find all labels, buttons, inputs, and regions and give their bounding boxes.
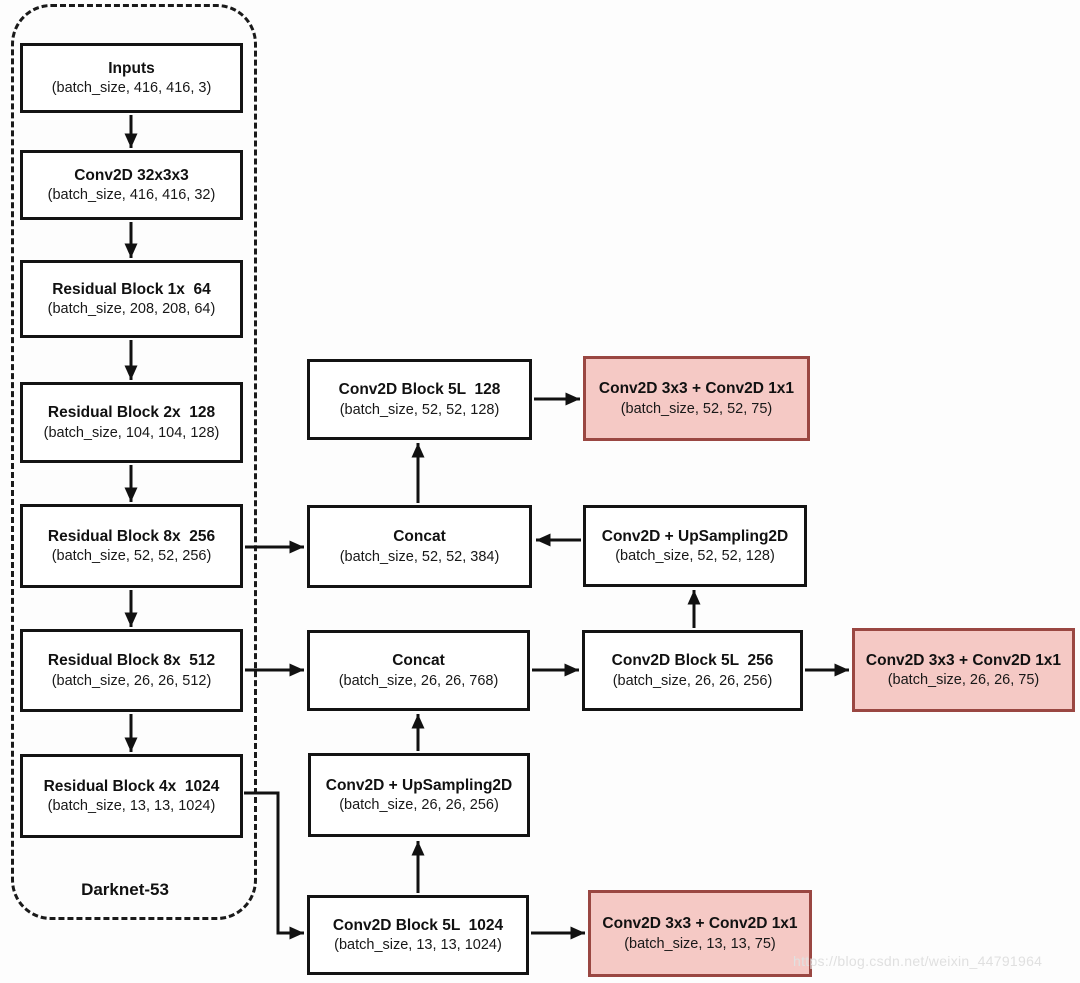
node-residual-block-4x-1024: Residual Block 4x 1024 (batch_size, 13, … — [20, 754, 243, 838]
node-shape: (batch_size, 52, 52, 75) — [620, 400, 773, 417]
node-shape: (batch_size, 52, 52, 128) — [615, 548, 775, 565]
node-concat-52: Concat (batch_size, 52, 52, 384) — [307, 505, 532, 588]
watermark-url: https://blog.csdn.net/weixin_44791964 — [793, 953, 1043, 969]
node-title: Concat — [392, 652, 445, 670]
node-residual-block-8x-256: Residual Block 8x 256 (batch_size, 52, 5… — [20, 504, 243, 588]
node-conv2d-upsampling2d-52: Conv2D + UpSampling2D (batch_size, 52, 5… — [583, 505, 807, 587]
node-shape: (batch_size, 26, 26, 768) — [338, 672, 499, 689]
node-title: Inputs — [108, 59, 155, 77]
node-title: Residual Block 8x 256 — [47, 527, 216, 545]
node-inputs: Inputs (batch_size, 416, 416, 3) — [20, 43, 243, 113]
node-head-13-conv3x3-conv1x1: Conv2D 3x3 + Conv2D 1x1 (batch_size, 13,… — [588, 890, 812, 977]
node-conv2d-block-5l-1024: Conv2D Block 5L 1024 (batch_size, 13, 13… — [307, 895, 529, 975]
node-head-26-conv3x3-conv1x1: Conv2D 3x3 + Conv2D 1x1 (batch_size, 26,… — [852, 628, 1075, 712]
node-residual-block-8x-512: Residual Block 8x 512 (batch_size, 26, 2… — [20, 629, 243, 712]
node-title: Concat — [393, 528, 446, 546]
node-conv2d-block-5l-256: Conv2D Block 5L 256 (batch_size, 26, 26,… — [582, 630, 803, 711]
node-concat-26: Concat (batch_size, 26, 26, 768) — [307, 630, 530, 711]
node-title: Residual Block 2x 128 — [47, 404, 216, 422]
node-title: Conv2D Block 5L 128 — [338, 381, 501, 399]
node-shape: (batch_size, 13, 13, 75) — [624, 935, 776, 952]
node-shape: (batch_size, 416, 416, 3) — [51, 80, 212, 97]
node-title: Conv2D Block 5L 1024 — [332, 916, 504, 934]
node-residual-block-2x-128: Residual Block 2x 128 (batch_size, 104, … — [20, 382, 243, 463]
node-shape: (batch_size, 26, 26, 75) — [887, 672, 1040, 689]
node-shape: (batch_size, 416, 416, 32) — [47, 187, 216, 204]
node-conv2d-32x3x3: Conv2D 32x3x3 (batch_size, 416, 416, 32) — [20, 150, 243, 220]
node-head-52-conv3x3-conv1x1: Conv2D 3x3 + Conv2D 1x1 (batch_size, 52,… — [583, 356, 810, 441]
node-shape: (batch_size, 13, 13, 1024) — [334, 937, 502, 954]
node-shape: (batch_size, 26, 26, 256) — [339, 797, 499, 814]
node-title: Conv2D 3x3 + Conv2D 1x1 — [598, 380, 795, 398]
node-conv2d-upsampling2d-26: Conv2D + UpSampling2D (batch_size, 26, 2… — [308, 753, 530, 837]
node-title: Conv2D Block 5L 256 — [611, 652, 774, 670]
node-shape: (batch_size, 104, 104, 128) — [43, 424, 220, 441]
node-title: Residual Block 4x 1024 — [43, 777, 220, 795]
node-shape: (batch_size, 26, 26, 256) — [612, 672, 773, 689]
node-title: Conv2D 32x3x3 — [74, 166, 189, 184]
node-title: Conv2D 3x3 + Conv2D 1x1 — [602, 915, 798, 933]
darknet53-group-label: Darknet-53 — [81, 880, 169, 899]
node-conv2d-block-5l-128: Conv2D Block 5L 128 (batch_size, 52, 52,… — [307, 359, 532, 440]
node-title: Residual Block 8x 512 — [47, 652, 216, 670]
node-title: Conv2D + UpSampling2D — [325, 776, 513, 794]
node-residual-block-1x-64: Residual Block 1x 64 (batch_size, 208, 2… — [20, 260, 243, 338]
node-title: Conv2D + UpSampling2D — [601, 527, 789, 545]
node-title: Residual Block 1x 64 — [52, 280, 211, 298]
node-shape: (batch_size, 208, 208, 64) — [47, 301, 216, 318]
node-title: Conv2D 3x3 + Conv2D 1x1 — [865, 651, 1062, 669]
node-shape: (batch_size, 52, 52, 384) — [339, 548, 500, 565]
node-shape: (batch_size, 52, 52, 128) — [339, 401, 500, 418]
darknet53-group-outline — [11, 4, 257, 920]
node-shape: (batch_size, 13, 13, 1024) — [47, 798, 216, 815]
edge-res4-block5l1024 — [244, 791, 304, 940]
node-shape: (batch_size, 26, 26, 512) — [51, 672, 212, 689]
node-shape: (batch_size, 52, 52, 256) — [51, 548, 212, 565]
